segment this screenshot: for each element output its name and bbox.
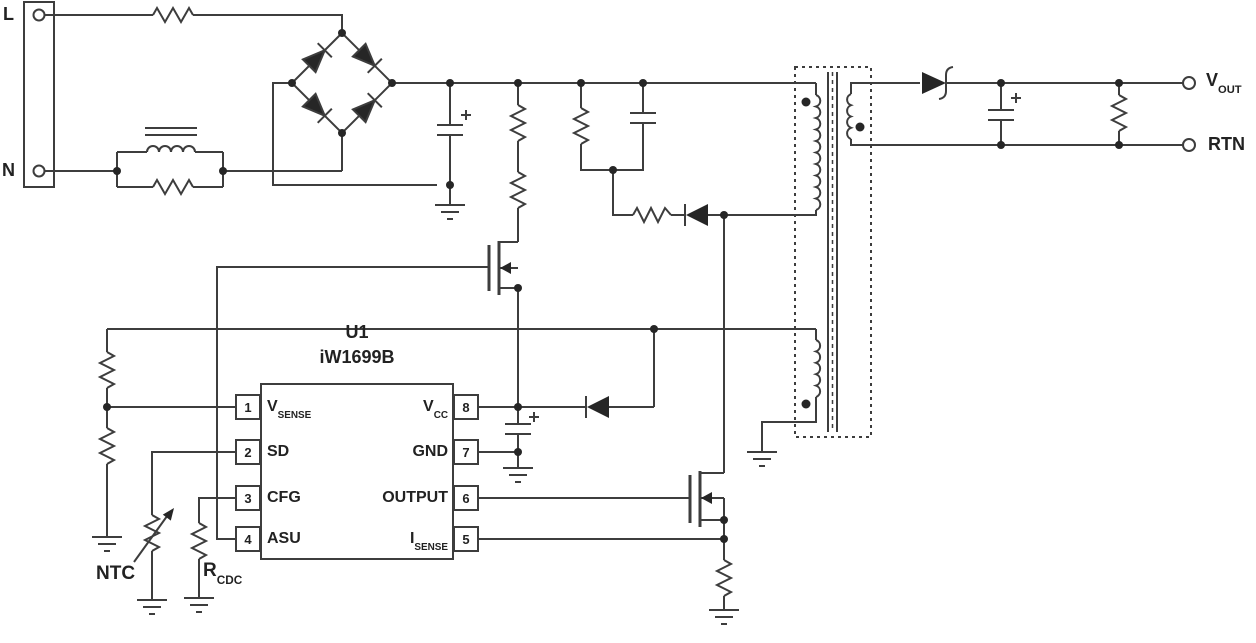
ground-icon (747, 451, 777, 467)
primary-phase-dot-icon (801, 97, 811, 107)
clamp-diode (684, 204, 724, 226)
neutral-terminal-icon (32, 164, 46, 178)
pin1-number: 1 (244, 400, 252, 415)
vcc-diode (518, 329, 655, 418)
plus-icon (1011, 93, 1021, 103)
plus-icon (461, 110, 471, 120)
ground-icon (435, 204, 465, 220)
line-terminal-icon (32, 8, 46, 22)
pin7-box (453, 439, 479, 465)
rcdc-resistor (184, 497, 236, 613)
pin4-label: ASU (267, 530, 301, 547)
clamp-resistor (612, 170, 685, 225)
pin4-box (235, 526, 261, 552)
pin5-label: ISENSE (409, 530, 448, 553)
vcc-capacitor (478, 406, 539, 483)
aux-phase-dot-icon (801, 399, 811, 409)
ground-icon (184, 597, 214, 613)
feedback-divider (92, 329, 236, 552)
load-resistor (1109, 83, 1129, 145)
pin8-number: 8 (462, 400, 470, 415)
pin3-label: CFG (267, 489, 301, 506)
pin7-number: 7 (462, 445, 470, 460)
secondary-phase-dot-icon (855, 122, 865, 132)
ground-icon (709, 609, 739, 625)
bulk-capacitor (435, 83, 471, 220)
sense-resistor (478, 538, 739, 625)
bridge-diode-icon (301, 92, 333, 124)
startup-resistors (508, 83, 528, 242)
pin6-label: OUTPUT (382, 489, 448, 506)
secondary-winding (846, 82, 995, 146)
vout-label: VOUT (1206, 70, 1242, 97)
power-mosfet (478, 471, 725, 539)
snubber-resistor (571, 83, 613, 171)
bridge-rectifier (272, 31, 437, 186)
neutral-label: N (2, 160, 15, 180)
bridge-diode-icon (301, 42, 333, 74)
ground-icon (503, 467, 533, 483)
junction-dots (103, 29, 1123, 543)
snubber-capacitor (613, 83, 656, 171)
pin6-box (453, 485, 479, 511)
aux-winding (747, 329, 822, 467)
primary-winding (724, 83, 822, 216)
mosfet-arrow-icon (701, 492, 712, 504)
ic-reference: U1 (345, 322, 369, 342)
ic-part-number: iW1699B (319, 347, 395, 367)
plus-icon (529, 412, 539, 422)
ntc-thermistor (133, 451, 236, 615)
input-terminal-block (23, 1, 55, 188)
vout-terminal-icon (1182, 76, 1196, 90)
rcdc-label: RCDC (203, 560, 243, 587)
emi-choke (44, 127, 343, 197)
bridge-diode-icon (351, 42, 383, 74)
transformer-core-icon (827, 72, 838, 432)
output-diode (922, 66, 1183, 100)
pin5-number: 5 (462, 532, 470, 547)
ground-icon (92, 536, 122, 552)
pin3-number: 3 (244, 491, 252, 506)
pin6-number: 6 (462, 491, 470, 506)
pin2-number: 2 (244, 445, 252, 460)
line-label: L (3, 4, 14, 24)
transformer (724, 66, 995, 467)
pin1-label: VSENSE (267, 398, 312, 421)
mosfet-arrow-icon (500, 262, 511, 274)
pin2-label: SD (267, 443, 290, 460)
pin8-label: VCC (423, 398, 448, 421)
choke-core-icon (145, 127, 197, 136)
pin7-label: GND (412, 443, 448, 460)
rtn-label: RTN (1208, 134, 1245, 154)
ntc-label: NTC (96, 563, 136, 584)
fuse-resistor (44, 5, 343, 33)
bridge-diode-icon (351, 92, 383, 124)
ground-icon (137, 599, 167, 615)
ntc-arrow-icon (162, 508, 174, 521)
rtn-terminal-icon (1182, 138, 1196, 152)
pin5-box (453, 526, 479, 552)
output-terminals (1182, 76, 1196, 152)
output-capacitor (988, 83, 1021, 145)
pin4-number: 4 (244, 532, 252, 547)
ic-body (235, 383, 479, 560)
